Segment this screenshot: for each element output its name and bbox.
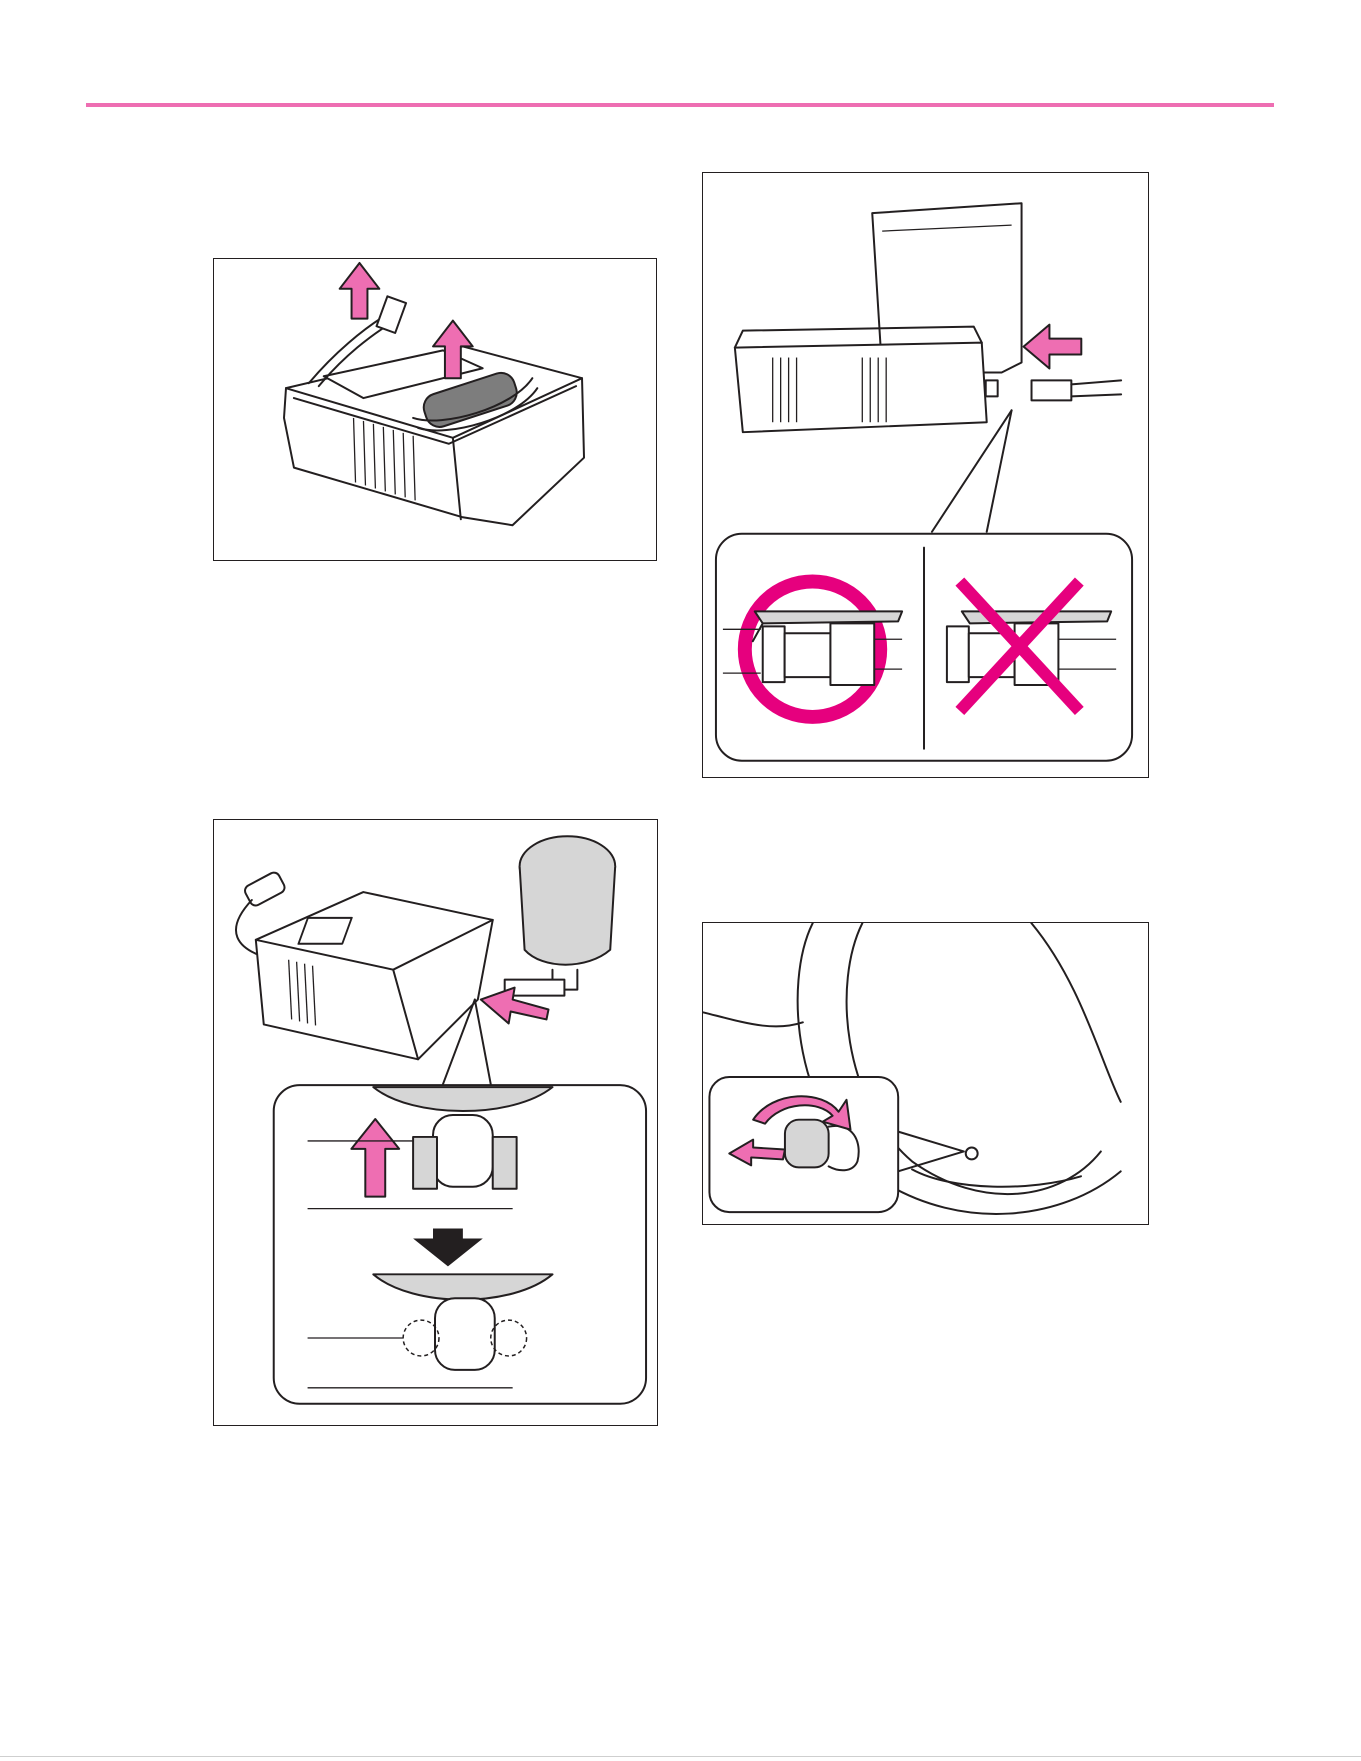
valve-cap-removal-icon: [703, 923, 1148, 1224]
up-arrow-icon: [340, 263, 380, 319]
bottle-attach-compressor-icon: [214, 820, 657, 1425]
footer-rule: [0, 1756, 1361, 1757]
figure-compressor-remove-parts: [213, 258, 657, 561]
left-arrow-icon: [1024, 325, 1082, 369]
compressor-bottle-removal-icon: [214, 259, 656, 560]
figure-connector-check: [702, 172, 1149, 778]
figure-attach-bottle: [213, 819, 658, 1426]
header-rule: [86, 103, 1274, 107]
figure-remove-valve-cap: [702, 922, 1149, 1225]
bottle-connector-check-icon: [703, 173, 1148, 777]
